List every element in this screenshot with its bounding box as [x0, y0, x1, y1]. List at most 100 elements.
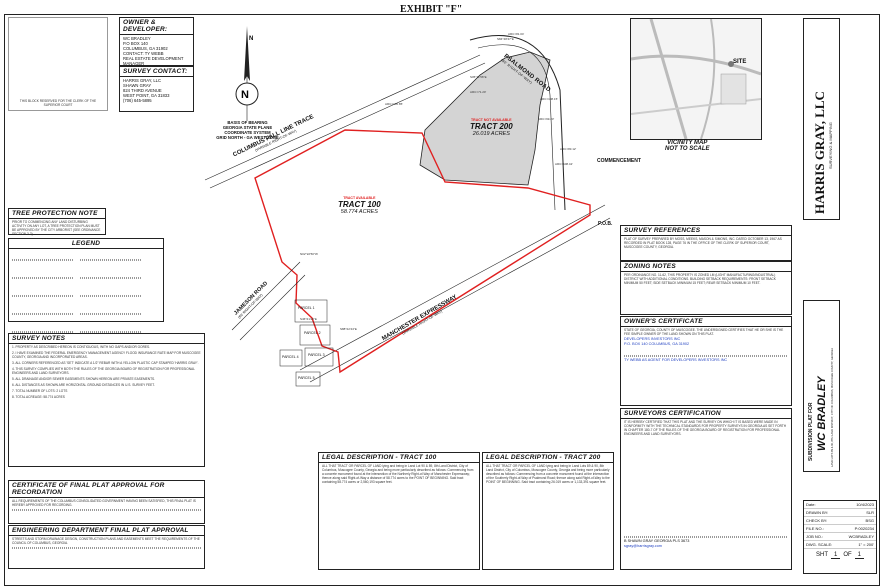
legal-200-box: LEGAL DESCRIPTION - TRACT 200 ALL THAT T…	[482, 452, 614, 570]
tb-of-label: OF	[843, 552, 852, 558]
svg-text:N02°22'50"W: N02°22'50"W	[300, 252, 318, 256]
tract-200-label: TRACT NOT AVAILABLE TRACT 200 26.019 ACR…	[470, 118, 513, 137]
owners-cert-owner: DEVELOPERS INVESTORS INC	[624, 337, 681, 341]
tb-sheet: SHT 1 OF 1	[804, 549, 876, 562]
legal-100-header: LEGAL DESCRIPTION - TRACT 100	[319, 453, 479, 463]
owners-cert-sign: TY WEBB AS AGENT FOR DEVELOPERS INVESTOR…	[624, 358, 728, 362]
parcel-label: PARCEL 3	[308, 353, 325, 357]
surveyor-name: B SHAWN GRAY GEORGIA PLS 3673	[621, 539, 791, 544]
tree-text: PRIOR TO COMMENCING ANY LAND DISTURBING …	[12, 220, 101, 236]
svg-text:N: N	[241, 89, 249, 101]
svg-text:S46°21'29"E: S46°21'29"E	[300, 317, 317, 321]
plat-kind: SUBDIVISION PLAT FOR	[808, 402, 814, 461]
list-item: CONTACT: TY WEBB	[123, 51, 164, 56]
vicinity-map: SITE	[630, 18, 762, 140]
engineering-text: STREETS AND STORM DRAINAGE DESIGN, CONST…	[12, 537, 200, 545]
tract-100-boundary	[254, 129, 591, 374]
surveyors-cert-box: SURVEYORS CERTIFICATION IT IS HEREBY CER…	[620, 408, 792, 570]
tb-file-label: FILE NO.:	[806, 526, 824, 531]
list-item: REAL ESTATE DEVELOPMENT	[123, 56, 184, 61]
cert-final-text: ALL REQUIREMENTS OF THE COLUMBUS CONSOLI…	[12, 499, 196, 507]
svg-text:ARC=105.85': ARC=105.85'	[385, 102, 403, 106]
firm-strip: HARRIS GRAY, LLC SURVEYING & MAPPING	[803, 18, 840, 220]
svg-text:S05°11'56"E: S05°11'56"E	[470, 75, 487, 79]
tree-header: TREE PROTECTION NOTE	[9, 209, 105, 219]
tree-protection-box: TREE PROTECTION NOTE PRIOR TO COMMENCING…	[8, 208, 106, 236]
svg-text:N: N	[249, 36, 253, 42]
list-item: WEST POINT, GA 31833	[123, 93, 170, 98]
svg-text:ARC=108.42': ARC=108.42'	[555, 162, 573, 166]
tb-job-value: WCBRADLEY	[848, 534, 874, 539]
firm-sub: SURVEYING & MAPPING	[828, 122, 833, 169]
engineering-header: ENGINEERING DEPARTMENT FINAL PLAT APPROV…	[9, 526, 204, 536]
zoning-box: ZONING NOTES PER ORDINANCE NO. 11-62, TH…	[620, 261, 792, 315]
tract-100-status: TRACT AVAILABLE	[343, 196, 376, 200]
legend-box: LEGEND	[8, 238, 164, 369]
plat-client: WC BRADLEY	[816, 376, 828, 451]
list-item: HARRIS GRAY, LLC	[123, 78, 162, 83]
vicinity-caption: VICINITY MAP NOT TO SCALE	[665, 140, 710, 152]
tb-job: JOB NO.: WCBRADLEY	[804, 533, 876, 541]
tb-check: CHECK BY:BSG	[804, 517, 876, 525]
list-item: 6. ALL DISTANCES AS SHOWN ARE HORIZONTAL…	[12, 383, 155, 387]
cert-final-plat-box: CERTIFICATE OF FINAL PLAT APPROVAL FOR R…	[8, 480, 205, 524]
legend-row	[79, 277, 142, 279]
list-item: COLUMBUS, GA 31902	[123, 46, 168, 51]
firm-name: HARRIS GRAY, LLC	[812, 91, 827, 214]
tb-drawn: DRAWN BY:SLR	[804, 509, 876, 517]
engineering-box: ENGINEERING DEPARTMENT FINAL PLAT APPROV…	[8, 525, 205, 569]
tract-200-status: TRACT NOT AVAILABLE	[471, 118, 512, 122]
parcel-label: PARCEL 1	[298, 306, 315, 310]
survey-notes-box: SURVEY NOTES 1. PROPERTY AS DESCRIBED HE…	[8, 333, 205, 467]
legend-row	[12, 259, 74, 261]
survey-refs-text: PLAT OF SURVEY PREPARED BY MOSS, MEEKS, …	[624, 237, 782, 249]
svg-text:S84°48'47"E: S84°48'47"E	[497, 37, 514, 41]
basis-line-3: COORDINATE SYSTEM	[224, 130, 271, 135]
owner-header: OWNER & DEVELOPER:	[120, 18, 193, 35]
vicinity-subtitle: NOT TO SCALE	[665, 146, 710, 152]
surveyor-email: sgray@harrisgray.com	[624, 544, 662, 548]
legend-row	[12, 295, 74, 297]
title-block: Date:10/4/2023 DRAWN BY:SLR CHECK BY:BSG…	[803, 500, 877, 574]
list-item: WC BRADLEY	[123, 36, 151, 41]
parcel-label: PARCEL 2	[304, 331, 321, 335]
list-item: MANAGER	[123, 61, 145, 66]
surveyor-header: SURVEY CONTACT:	[120, 67, 193, 77]
basis-line-2: GEORGIA STATE PLANE	[222, 125, 273, 130]
zoning-text: PER ORDINANCE NO. 11-62, THIS PROPERTY I…	[624, 273, 776, 285]
surveyors-cert-text: IT IS HEREBY CERTIFIED THAT THIS PLAT AN…	[624, 420, 787, 436]
surveyors-cert-header: SURVEYORS CERTIFICATION	[621, 409, 791, 419]
list-item: 7. TOTAL NUMBER OF LOTS: 2 LOTS	[12, 389, 68, 393]
owners-cert-box: OWNER'S CERTIFICATE STATE OF GEORGIA, CO…	[620, 316, 792, 406]
tract-100-acres: 58.774 ACRES	[340, 209, 378, 215]
plat-title-strip: SUBDIVISION PLAT FOR WC BRADLEY LAND LOT…	[803, 300, 840, 472]
legend-row	[79, 259, 142, 261]
tb-date: Date:10/4/2023	[804, 501, 876, 509]
tb-file-value: P:0020234	[854, 526, 874, 531]
svg-text:ARC=108.15': ARC=108.15'	[540, 97, 558, 101]
pob-label: P.O.B.	[598, 221, 613, 227]
survey-refs-header: SURVEY REFERENCES	[621, 226, 791, 236]
commencement-label: COMMENCEMENT	[597, 158, 641, 164]
tb-drawn-value: SLR	[866, 510, 874, 515]
tb-total-value: 1	[854, 552, 865, 559]
legal-100-box: LEGAL DESCRIPTION - TRACT 100 ALL THAT T…	[318, 452, 480, 570]
svg-text:ARC=83.12': ARC=83.12'	[560, 147, 577, 151]
plat-location: LAND LOTS 89 & 90, 8TH LAND DISTRICT, CI…	[831, 348, 834, 467]
tract-200-name: TRACT 200	[470, 122, 513, 131]
svg-text:ARC=81.04': ARC=81.04'	[508, 32, 525, 36]
list-item: P.O BOX 140	[123, 41, 148, 46]
tb-job-label: JOB NO.:	[806, 534, 824, 539]
list-item: 824 THIRD AVENUE	[123, 88, 162, 93]
parcel-outline	[294, 299, 328, 323]
legend-row	[79, 295, 142, 297]
list-item: 5. ALL DRAINAGE AND/OR SEWER EASEMENTS S…	[12, 377, 156, 381]
tb-sheet-value: 1	[830, 552, 841, 559]
legal-200-header: LEGAL DESCRIPTION - TRACT 200	[483, 453, 613, 463]
legend-row	[12, 313, 74, 315]
owners-cert-header: OWNER'S CERTIFICATE	[621, 317, 791, 327]
tb-dwg: DWG. SCALE:1" = 200'	[804, 541, 876, 549]
site-label: SITE	[733, 59, 747, 65]
list-item: (706) 645-5895	[123, 98, 152, 103]
